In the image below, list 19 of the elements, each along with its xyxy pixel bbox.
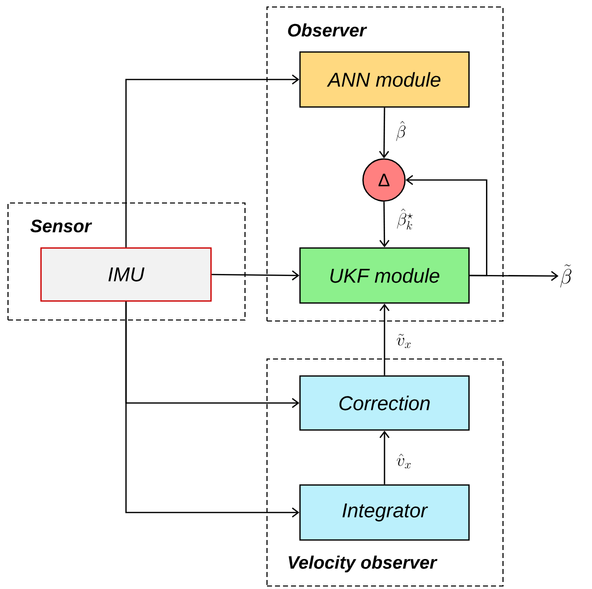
arrow [470,270,558,281]
process-box: Integrator [299,484,470,541]
edge-label: $\hat{\beta}$ [394,120,408,142]
process-box: IMU [40,247,212,302]
arrow [125,74,300,248]
process-box: Correction [299,375,470,431]
arrow [125,302,300,518]
arrow [406,174,488,276]
arrow [212,270,300,280]
arrow [379,304,390,376]
process-box: UKF module [299,247,470,304]
arrow [379,202,390,248]
arrow [379,108,390,158]
edge-label: $\hat{v}_{x}$ [395,452,413,470]
arrow [379,430,390,484]
edge-label: $\hat{\beta}^{\star}_{k}$ [396,208,414,230]
edge-label: $\tilde{v}_{x}$ [395,333,413,349]
output-label: $\tilde{\beta}$ [560,264,572,288]
process-box: ANN module [299,51,470,108]
